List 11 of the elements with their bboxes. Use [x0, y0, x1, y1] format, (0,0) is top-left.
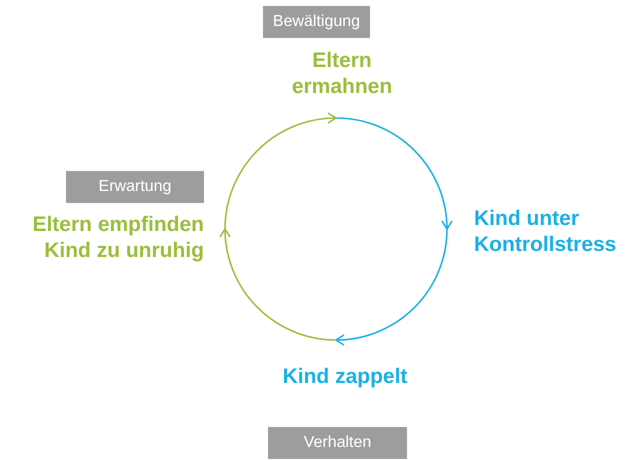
- step-label: Kind zappelt: [265, 364, 425, 390]
- category-tag: Bewältigung: [263, 6, 370, 38]
- category-tag: Erwartung: [66, 171, 204, 203]
- curved-arrow: [224, 112, 337, 230]
- curved-arrow: [220, 228, 336, 341]
- category-tag: Verhalten: [268, 427, 407, 459]
- curved-arrow: [336, 117, 452, 230]
- curved-arrow: [335, 228, 448, 346]
- step-label: Kind unter Kontrollstress: [474, 206, 634, 258]
- step-label: Eltern empfinden Kind zu unruhig: [0, 212, 204, 264]
- step-label: Eltern ermahnen: [262, 48, 422, 100]
